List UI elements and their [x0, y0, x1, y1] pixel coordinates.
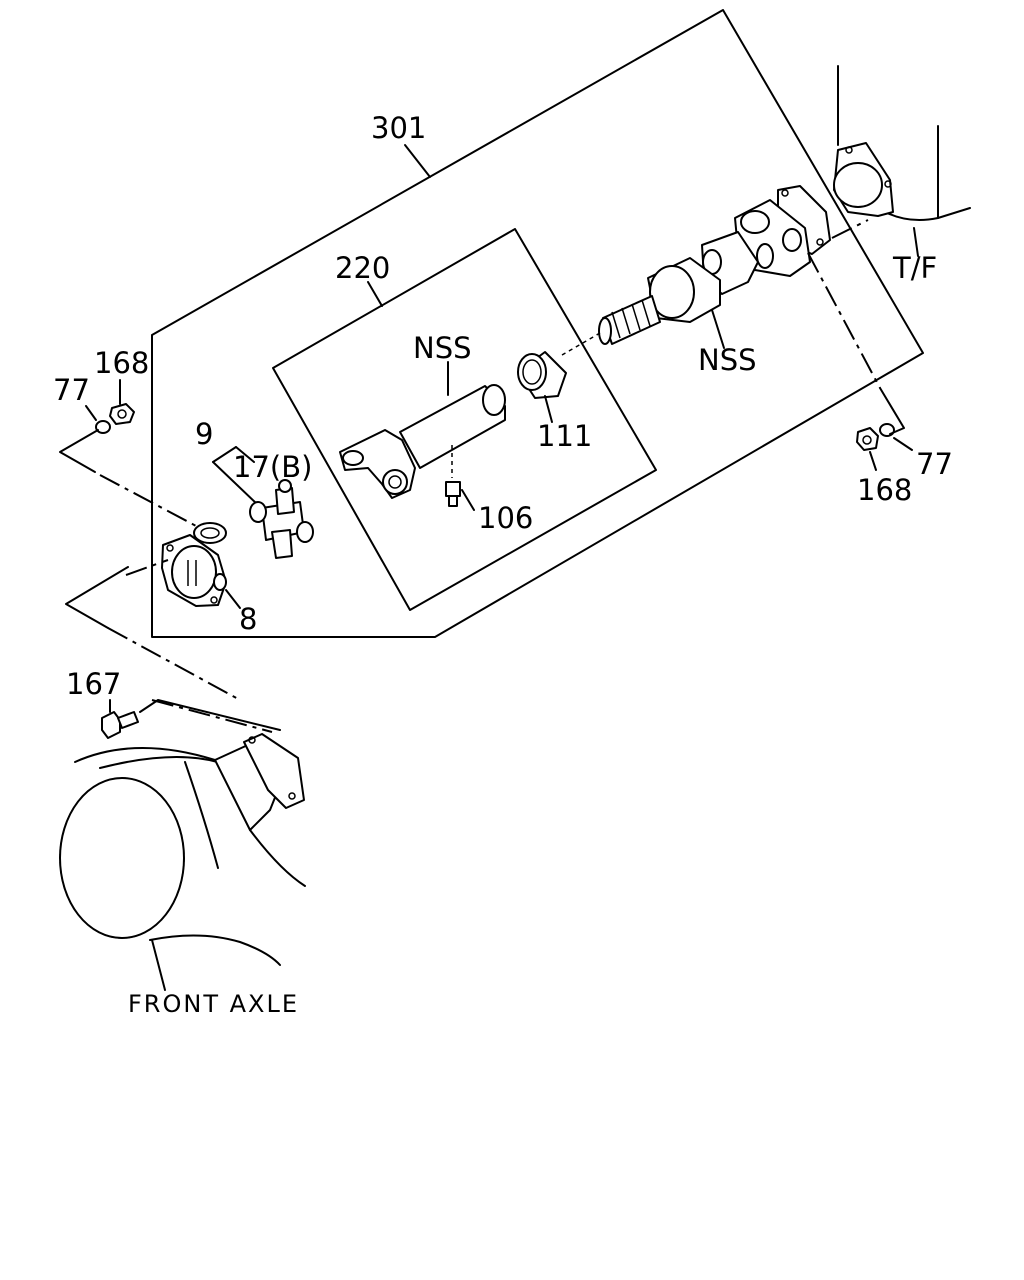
assembly-220-outline [272, 228, 657, 611]
callout-front-axle: FRONT AXLE [128, 990, 299, 1018]
connector-lines-right [807, 252, 905, 435]
front-axle-housing [59, 733, 306, 991]
tube-yoke-shaft [339, 361, 506, 499]
transfer-case [833, 65, 971, 257]
callout-8: 8 [239, 602, 257, 636]
callout-nss-left: NSS [413, 331, 472, 365]
callout-77-right: 77 [916, 447, 953, 481]
connector-lines-left [59, 429, 241, 701]
callout-17b: 17(B) [233, 450, 312, 484]
callout-220: 220 [335, 251, 390, 285]
callout-transfer-case: T/F [892, 251, 937, 285]
rear-universal-joint [701, 199, 811, 295]
callout-77-left: 77 [53, 373, 90, 407]
cross-spider-17b [212, 446, 314, 559]
callout-168-left: 168 [94, 346, 149, 380]
assembly-301-outline [151, 9, 924, 638]
callout-nss-right: NSS [698, 343, 757, 377]
callout-106: 106 [478, 501, 533, 535]
callout-167: 167 [66, 667, 121, 701]
nut-washer-right [856, 423, 913, 471]
callout-168-right: 168 [857, 473, 912, 507]
nut-washer-left [85, 379, 135, 434]
callout-301: 301 [371, 111, 426, 145]
grease-fitting-106 [445, 445, 475, 511]
slip-yoke-splined [598, 257, 725, 349]
bolt-167 [101, 699, 281, 739]
flange-yoke-8 [161, 522, 241, 609]
callout-9: 9 [195, 417, 213, 451]
seal-ring-111 [517, 332, 601, 423]
callout-111: 111 [537, 419, 592, 453]
